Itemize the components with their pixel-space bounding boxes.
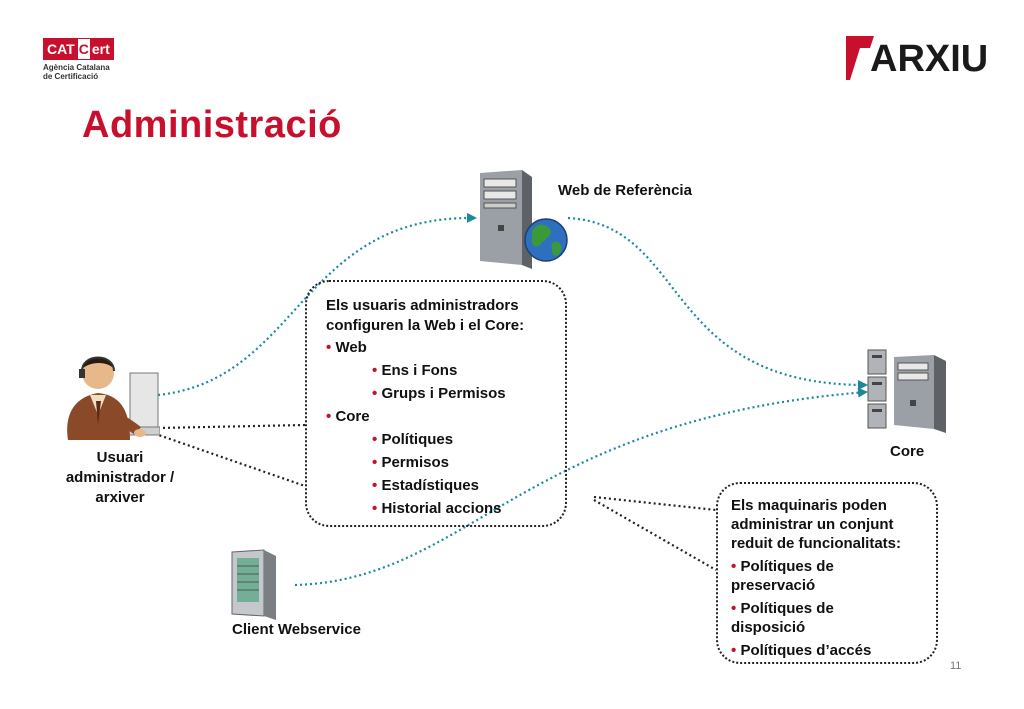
catcert-logo-c: C (76, 38, 91, 60)
hardware-info-content: Els maquinaris poden administrar un conj… (731, 496, 931, 660)
arxiu-logo-text: ARXIU (870, 38, 989, 80)
hardware-info-intro-2: administrar un conjunt (731, 516, 894, 533)
user-admin-label: Usuari administrador / arxiver (50, 448, 190, 508)
admin-info-web-item: • Web (326, 338, 561, 358)
admin-info-subitem: • Estadístiques (372, 476, 561, 496)
user-admin-label-2: administrador / (65, 469, 175, 486)
user-admin-label-3: arxiver (95, 489, 145, 506)
admin-info-box (305, 280, 567, 527)
arxiu-logo-mark (846, 36, 874, 80)
bullet: • (372, 385, 378, 402)
bullet: • (372, 454, 378, 471)
hardware-info-item-line1: Polítiques de (740, 558, 834, 575)
bullet: • (372, 500, 378, 517)
admin-info-subitem: • Ens i Fons (372, 361, 561, 381)
hardware-info-box (716, 482, 938, 664)
connector-client-to-core (294, 387, 868, 587)
connector-hw-to-box (593, 495, 717, 512)
hardware-info-intro-1: Els maquinaris poden (731, 497, 887, 514)
connector-hw-to-box-2 (593, 499, 717, 571)
page-title: Administració (82, 104, 342, 146)
catcert-logo-cat: CAT (43, 38, 77, 60)
admin-info-intro-2: configuren la Web i el Core: (326, 317, 525, 334)
bullet: • (372, 477, 378, 494)
admin-info-web-label: Web (335, 339, 367, 356)
admin-info-subitem-label: Estadístiques (381, 477, 479, 494)
admin-info-subitem: • Historial accions (372, 499, 561, 519)
hardware-info-item: • Polítiques d’accés (731, 641, 931, 660)
page-number: 11 (950, 660, 962, 672)
web-referencia-label: Web de Referència (558, 182, 692, 199)
admin-info-subitem: • Grups i Permisos (372, 384, 561, 404)
user-admin-label-1: Usuari (96, 449, 144, 466)
connector-user-to-box (157, 423, 306, 430)
connector-web-to-core (567, 216, 868, 390)
admin-info-intro-1: Els usuaris administradors (326, 297, 519, 314)
bullet: • (372, 431, 378, 448)
hardware-info-item-line2: disposició (731, 619, 806, 636)
core-label: Core (890, 443, 925, 460)
admin-info-subitem-label: Historial accions (381, 500, 502, 517)
admin-info-subitem-label: Polítiques (381, 431, 454, 448)
hardware-info-item-line1: Polítiques de (740, 600, 834, 617)
hardware-info-intro-3: reduit de funcionalitats: (731, 535, 902, 552)
client-webservice-label: Client Webservice (232, 621, 361, 638)
admin-info-content: Els usuaris administradors configuren la… (326, 296, 561, 519)
hardware-info-item-line1: Polítiques d’accés (740, 642, 872, 659)
client-webservice-icon (228, 548, 288, 620)
admin-info-subitem: • Permisos (372, 453, 561, 473)
bullet: • (731, 642, 737, 659)
bullet: • (731, 600, 737, 617)
catcert-logo-subtitle-2: de Certificació (43, 72, 99, 81)
arxiu-logo: ARXIU (846, 34, 996, 84)
admin-info-subitem-label: Ens i Fons (381, 362, 458, 379)
bullet: • (326, 408, 332, 425)
web-server-icon (470, 165, 570, 270)
admin-info-subitem: • Polítiques (372, 430, 561, 450)
bullet: • (326, 339, 332, 356)
admin-info-subitem-label: Grups i Permisos (381, 385, 506, 402)
connector-user-to-box-2 (149, 430, 306, 488)
bullet: • (731, 558, 737, 575)
hardware-info-item-line2: preservació (731, 577, 816, 594)
admin-info-subitem-label: Permisos (381, 454, 449, 471)
bullet: • (372, 362, 378, 379)
catcert-logo-ert: ert (90, 38, 114, 60)
admin-info-core-item: • Core (326, 407, 561, 427)
user-admin-icon (60, 345, 161, 445)
hardware-info-item: • Polítiques de (731, 557, 931, 576)
catcert-logo: CAT C ert Agència Catalana de Certificac… (43, 38, 153, 83)
core-server-icon (866, 345, 956, 433)
admin-info-core-label: Core (335, 408, 370, 425)
hardware-info-item: • Polítiques de (731, 599, 931, 618)
catcert-logo-subtitle-1: Agència Catalana (43, 63, 110, 72)
